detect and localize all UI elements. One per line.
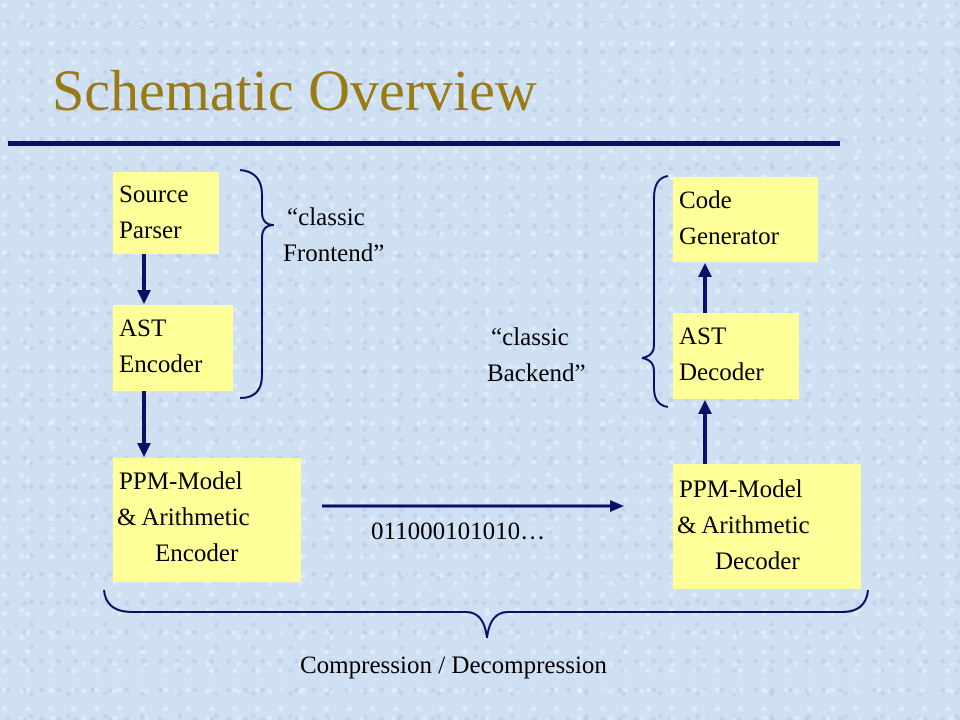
- ppm-decoder-box: PPM-Model & Arithmetic Decoder: [673, 464, 861, 589]
- classic-backend-line2: Backend”: [487, 360, 586, 387]
- classic-frontend-label: “classic Frontend”: [283, 200, 384, 272]
- ast-encoder-box: AST Encoder: [113, 305, 233, 391]
- arrow-bitstream: [322, 500, 624, 512]
- ast-encoder-line2: Encoder: [119, 351, 203, 378]
- code-generator-line1: Code: [679, 187, 732, 214]
- source-parser-line1: Source: [119, 181, 189, 208]
- compression-decompression-label: Compression / Decompression: [300, 652, 607, 679]
- classic-frontend-line2: Frontend”: [283, 240, 385, 267]
- backend-brace: [641, 175, 669, 408]
- title-underline: [8, 141, 840, 146]
- ppm-decoder-line2: & Arithmetic: [677, 512, 810, 539]
- code-generator-line2: Generator: [679, 223, 779, 250]
- ppm-encoder-box: PPM-Model & Arithmetic Encoder: [113, 458, 301, 582]
- ast-decoder-line2: Decoder: [679, 359, 764, 386]
- arrow-ast-decoder-to-code-generator: [698, 263, 712, 313]
- ppm-encoder-line1: PPM-Model: [119, 468, 243, 495]
- compression-brace: [103, 589, 869, 639]
- classic-frontend-line1: “classic: [287, 204, 365, 231]
- ppm-decoder-line3: Decoder: [715, 548, 800, 575]
- ast-decoder-line1: AST: [679, 323, 727, 350]
- classic-backend-line1: “classic: [491, 324, 569, 351]
- source-parser-box: Source Parser: [113, 172, 219, 254]
- bitstream-label: 011000101010…: [371, 518, 546, 545]
- ast-decoder-box: AST Decoder: [673, 313, 799, 399]
- slide-title: Schematic Overview: [52, 58, 537, 123]
- source-parser-line2: Parser: [119, 217, 182, 244]
- ppm-encoder-line3: Encoder: [155, 540, 239, 567]
- ppm-decoder-line1: PPM-Model: [679, 476, 803, 503]
- code-generator-box: Code Generator: [673, 177, 818, 262]
- arrow-ast-encoder-to-ppm: [137, 391, 151, 457]
- arrow-parser-to-ast-encoder: [137, 254, 151, 304]
- frontend-brace: [239, 169, 275, 399]
- arrow-ppm-decoder-to-ast-decoder: [698, 400, 712, 464]
- classic-backend-label: “classic Backend”: [487, 320, 586, 392]
- ast-encoder-line1: AST: [119, 315, 167, 342]
- ppm-encoder-line2: & Arithmetic: [117, 504, 250, 531]
